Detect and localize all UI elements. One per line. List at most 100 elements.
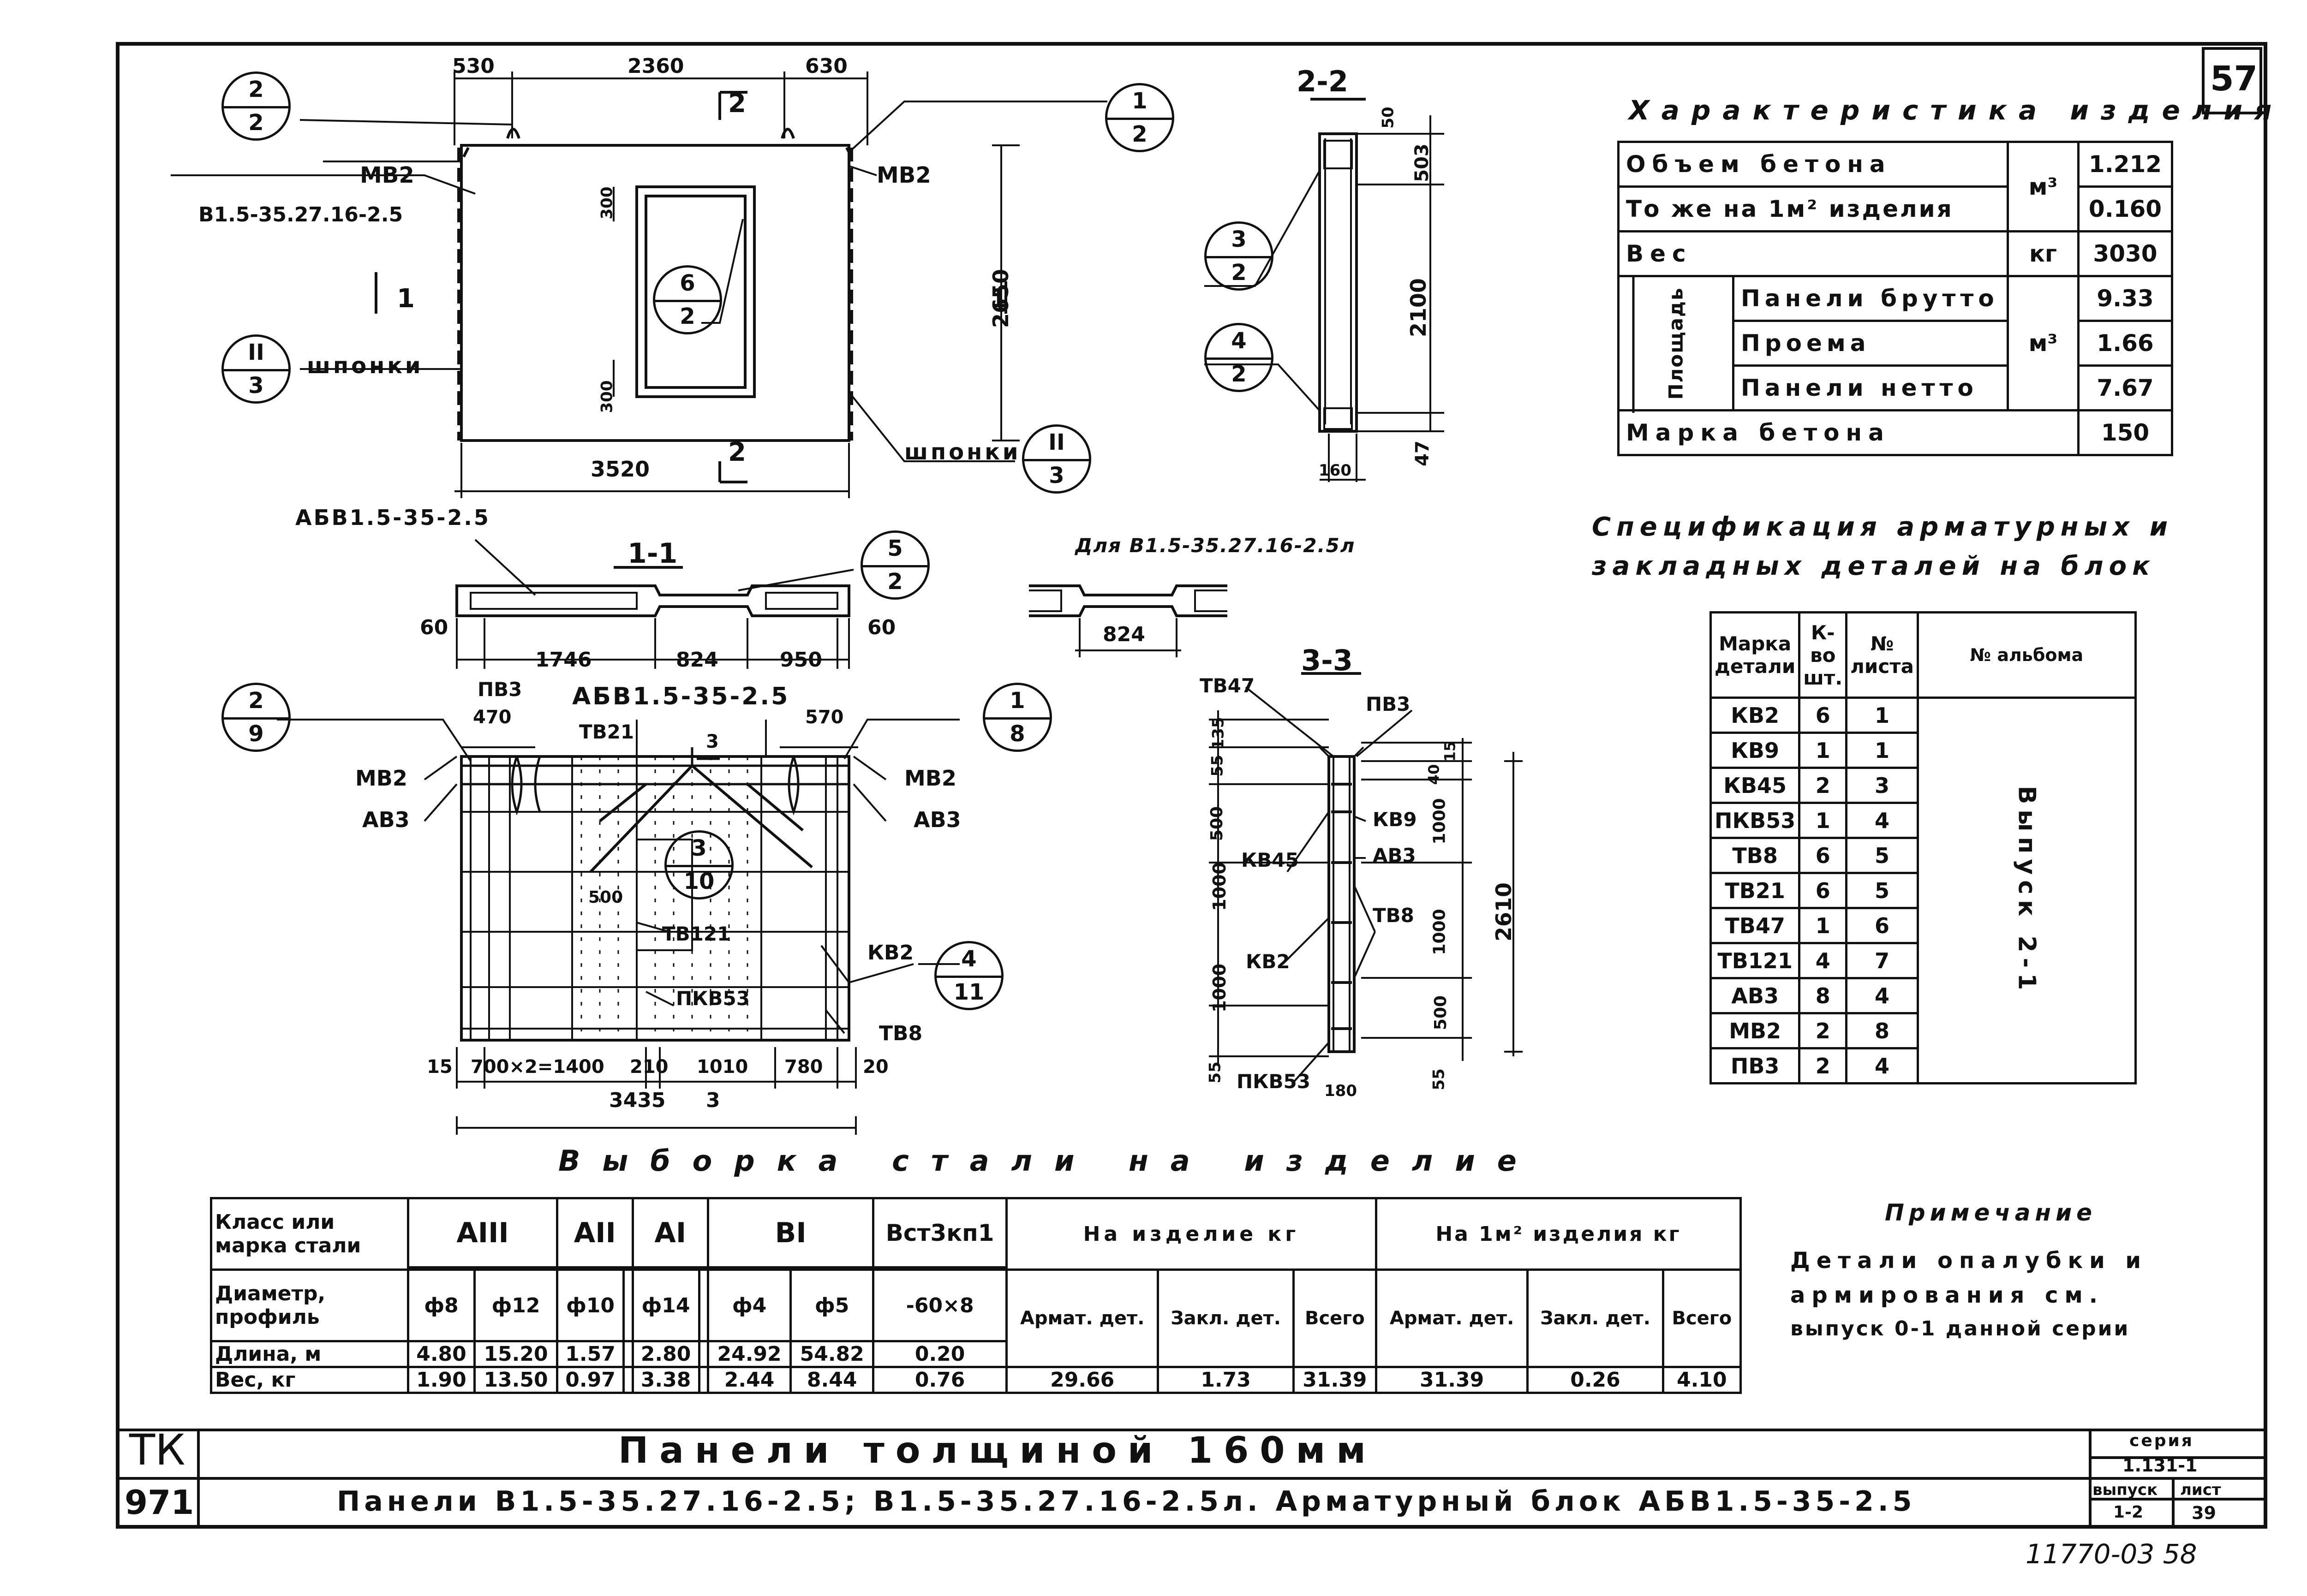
section-2-2-title: 2-2 <box>1297 65 1349 98</box>
dim-160: 160 <box>1319 461 1351 480</box>
steel-diam: ф14 <box>631 1268 700 1342</box>
table-row: Панели нетто 7.67 <box>1619 364 2173 411</box>
char-label: Панели нетто <box>1732 364 2009 411</box>
dim-500-block: 500 <box>588 888 623 907</box>
steel-sub: Армат. дет. <box>1375 1268 1529 1368</box>
section-mark-3-top: 3 <box>706 731 719 752</box>
spec-cell: 3 <box>1845 767 1919 804</box>
spec-cell: 2 <box>1798 767 1848 804</box>
steel-weight: 8.44 <box>789 1366 875 1394</box>
spec-album-cell: Выпуск 2-1 <box>1916 697 2137 1084</box>
char-value: 0.160 <box>2077 185 2173 232</box>
spec-cell: 7 <box>1845 942 1919 979</box>
steel-weight: 0.97 <box>556 1366 625 1394</box>
steel-diam: ф5 <box>789 1268 875 1342</box>
dim-530: 530 <box>452 54 495 78</box>
steel-class: АI <box>631 1197 710 1268</box>
dim-300-top: 300 <box>598 186 616 220</box>
label-pkv53-section: ПКВ53 <box>1237 1070 1310 1093</box>
spec-cell: 6 <box>1845 907 1919 944</box>
dim-40-right: 40 <box>1425 764 1443 785</box>
section-1-1 <box>455 539 854 669</box>
dim-135: 135 <box>1209 717 1228 750</box>
label-tv8-section: ТВ8 <box>1373 904 1414 927</box>
characteristics-table: Объем бетона м³ 1.212 То же на 1м² издел… <box>1617 141 2173 456</box>
steel-diam <box>622 1268 634 1342</box>
dim-15-right: 15 <box>1441 741 1459 762</box>
dim-55-top: 55 <box>1208 755 1227 777</box>
steel-sub: Всего <box>1292 1268 1377 1368</box>
front-view <box>171 71 1107 498</box>
label-av3-block-right: АВ3 <box>914 807 961 832</box>
section-3-3 <box>1209 672 1523 1085</box>
char-group-label: Площадь <box>1664 286 1687 400</box>
tb-title: Панели толщиной 160мм <box>618 1430 1377 1471</box>
dim-2610: 2610 <box>1491 882 1517 942</box>
char-label: Вес <box>1617 230 2009 277</box>
dim-3435: 3435 <box>609 1089 666 1112</box>
dim-824: 824 <box>676 648 718 672</box>
table-row: Проема 1.66 <box>1619 320 2173 367</box>
char-value: 9.33 <box>2077 275 2173 322</box>
dim-2100: 2100 <box>1406 278 1431 338</box>
spec-cell: 2 <box>1798 1047 1848 1084</box>
dim-60-left: 60 <box>420 616 448 639</box>
steel-sub: Закл. дет. <box>1526 1268 1664 1368</box>
spec-header: № листа <box>1845 611 1919 699</box>
note-line-2: армирования см. <box>1790 1282 2104 1308</box>
spec-cell: КВ9 <box>1709 732 1801 769</box>
steel-weight: 3.38 <box>631 1366 700 1394</box>
spec-cell: 8 <box>1845 1012 1919 1049</box>
table-row: Площадь Панели брутто м³ 9.33 <box>1617 275 2173 411</box>
spec-cell: АВ3 <box>1709 977 1801 1014</box>
steel-weight: 1.90 <box>407 1366 476 1394</box>
steel-h-diam: Диаметр, профиль <box>210 1268 409 1342</box>
label-tv8-block: ТВ8 <box>879 1022 923 1045</box>
label-kv45: КВ45 <box>1241 849 1299 871</box>
spec-cell: 2 <box>1798 1012 1848 1049</box>
steel-class: Вст3кп1 <box>872 1197 1008 1268</box>
tb-list: 39 <box>2192 1503 2216 1523</box>
table-row: Вес, кг 1.90 13.50 0.97 3.38 2.44 8.44 0… <box>210 1366 1742 1394</box>
table-header-row: Класс или марка стали АIII АII АI ВI Вст… <box>210 1197 1742 1271</box>
steel-h-class: Класс или марка стали <box>210 1197 409 1271</box>
spec-cell: 1 <box>1845 697 1919 734</box>
char-label: Проема <box>1732 320 2009 367</box>
char-label: Объем бетона <box>1617 141 2009 188</box>
label-panel-mark: В1.5-35.27.16-2.5 <box>198 203 403 226</box>
spec-album: Выпуск 2-1 <box>2013 786 2041 995</box>
steel-total: 29.66 <box>1005 1366 1159 1394</box>
spec-cell: 4 <box>1845 1047 1919 1084</box>
steel-diam: ф12 <box>473 1268 559 1342</box>
tb-seria-label: серия <box>2129 1431 2194 1450</box>
section-1-1-title: 1-1 <box>628 537 678 570</box>
section-mark-1-left: 1 <box>397 284 415 314</box>
section-3-3-title: 3-3 <box>1301 643 1353 677</box>
steel-class: ВI <box>707 1197 875 1268</box>
characteristics-title: Характеристика изделия <box>1629 95 2284 126</box>
char-label: Марка бетона <box>1617 409 2080 456</box>
reinforcement-block <box>277 719 960 1135</box>
table-row <box>211 1267 1741 1271</box>
char-label: То же на 1м² изделия <box>1617 185 2009 232</box>
spec-title-line-2: закладных деталей на блок <box>1592 551 2156 581</box>
label-mv2-left: МВ2 <box>360 162 414 188</box>
dim-1000-right-a: 1000 <box>1430 798 1449 845</box>
dim-55-bottom-right: 55 <box>1429 1068 1448 1090</box>
char-value: 1.66 <box>2077 320 2173 367</box>
dim-500-right: 500 <box>1431 995 1451 1030</box>
steel-weight: 2.44 <box>707 1366 792 1394</box>
label-kv2-block: КВ2 <box>867 941 914 965</box>
steel-weight <box>698 1366 710 1394</box>
